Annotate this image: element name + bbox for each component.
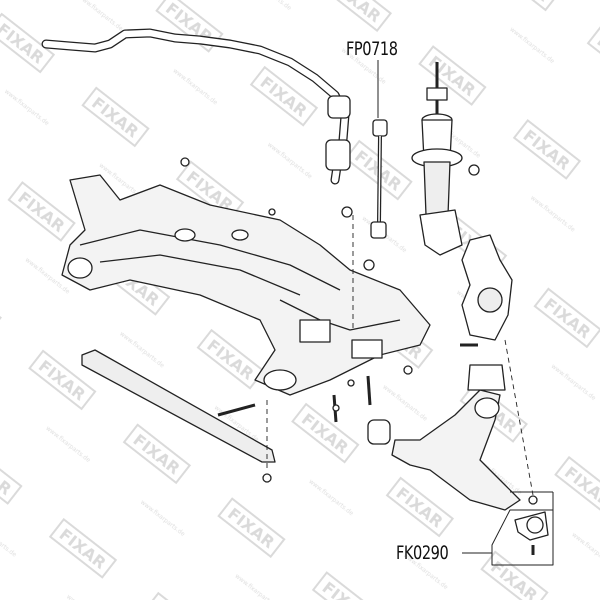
steering-knuckle	[461, 234, 513, 341]
alignment-lines	[266, 215, 534, 496]
leader-lines	[377, 60, 554, 566]
arm-front-bushing	[367, 419, 391, 445]
stabilizer-link	[341, 119, 388, 239]
strut-assembly	[411, 62, 480, 256]
stabilizer-bracket	[325, 139, 351, 171]
subframe	[61, 174, 431, 396]
part-label-fp0718: FP0718	[346, 38, 398, 60]
lower-control-arm	[391, 389, 521, 511]
arm-bushing	[467, 364, 506, 391]
stabilizer-bushing	[327, 95, 351, 119]
bolts	[180, 157, 478, 483]
ball-joint	[514, 495, 549, 555]
part-label-fk0290: FK0290	[396, 542, 449, 564]
brace-bar	[81, 349, 276, 463]
